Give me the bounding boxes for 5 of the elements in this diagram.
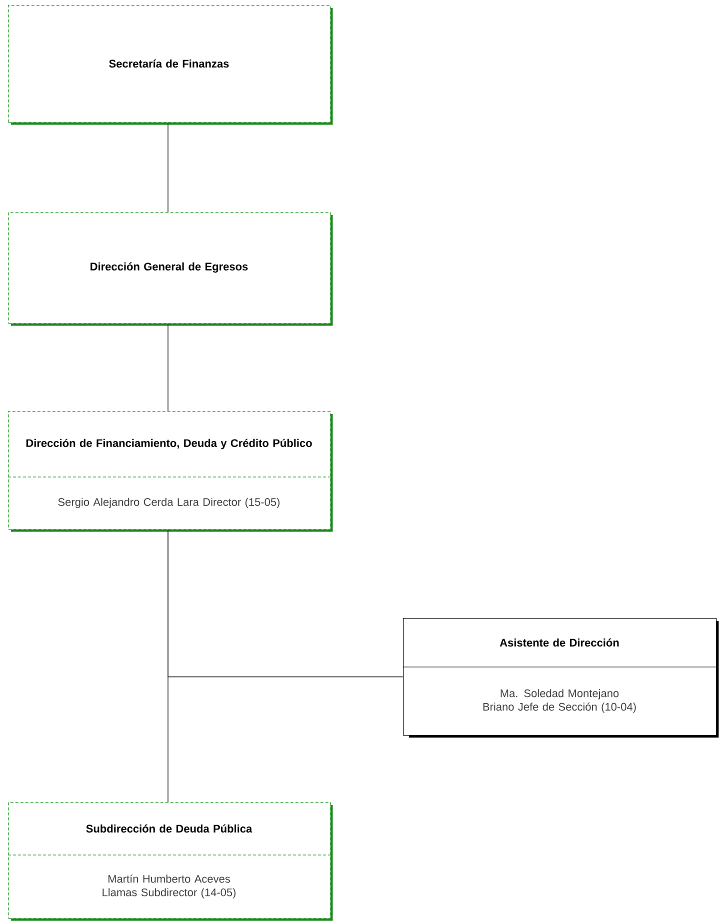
- unit-box: Secretaría de Finanzas: [8, 5, 333, 125]
- unit-box: Subdirección de Deuda Pública Martín Humberto Aceves Llamas Subdirector (14-05): [8, 802, 333, 921]
- position-box: Asistente de Dirección Ma. Soledad Montejano Briano Jefe de Sección (10-04): [402, 618, 719, 738]
- unit-box: Dirección General de Egresos: [8, 212, 333, 326]
- unit-box: Dirección de Financiamiento, Deuda y Crédito Público Sergio Alejandro Cerda Lara Director (15-05): [8, 411, 333, 532]
